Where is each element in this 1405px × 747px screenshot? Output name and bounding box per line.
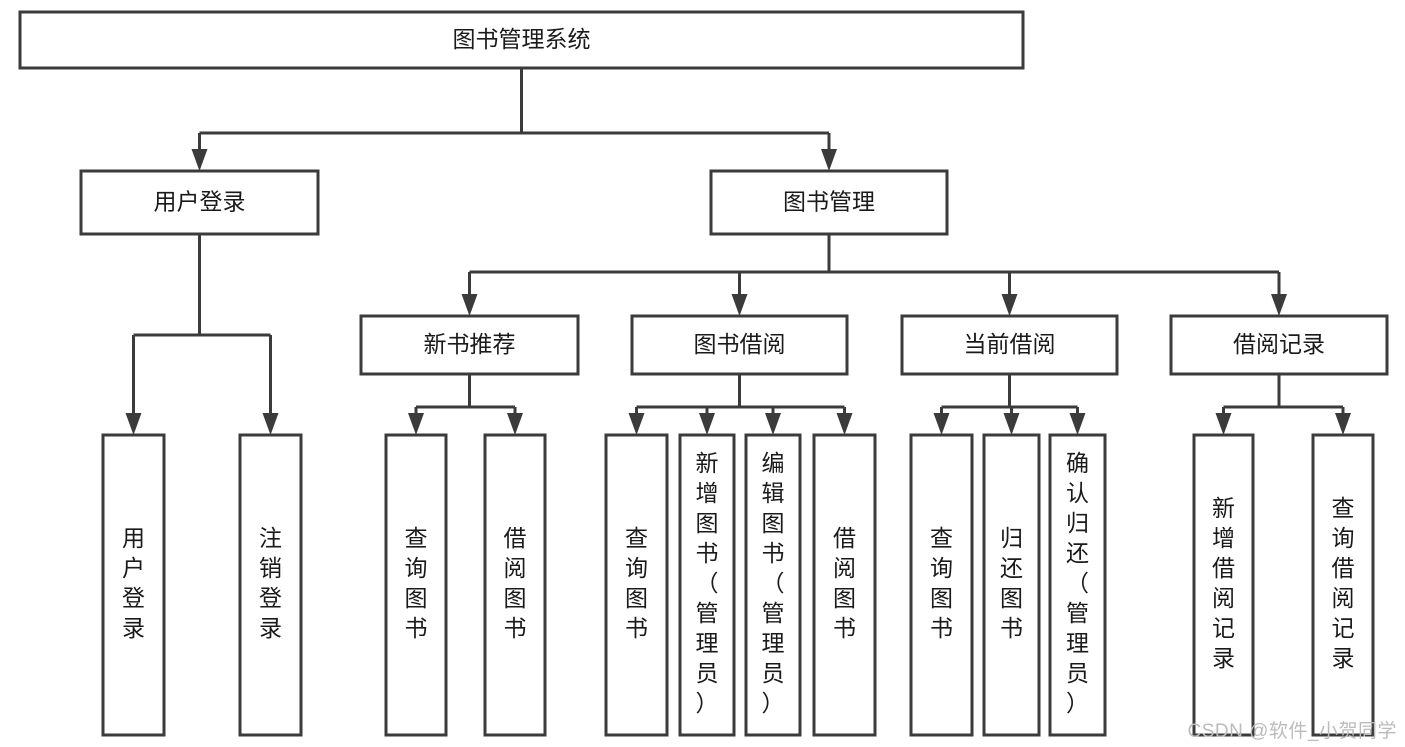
node-box[interactable] [630, 314, 849, 376]
node-current-borrow[interactable]: 当前借阅 [900, 314, 1119, 376]
connector-group [461, 234, 1287, 316]
node-box[interactable] [709, 169, 949, 236]
node-box[interactable] [812, 433, 877, 737]
node-label: 查询图书 [405, 525, 428, 641]
node-label: 新书推荐 [424, 331, 516, 357]
node-leaf-user-login[interactable]: 用户登录 [101, 433, 166, 737]
node-leaf-confirm-return[interactable]: 确认归还（管理员） [1048, 433, 1107, 737]
node-leaf-borrow-book-1[interactable]: 借阅图书 [483, 433, 547, 737]
arrow-head-icon [507, 413, 523, 435]
arrow-head-icon [1069, 413, 1086, 435]
connector-group [1215, 374, 1351, 435]
arrow-head-icon [628, 413, 645, 435]
node-leaf-edit-book[interactable]: 编辑图书（管理员） [744, 433, 802, 737]
node-label: 图书管理 [783, 189, 875, 215]
node-label: 用户登录 [122, 525, 145, 641]
node-label: 借阅图书 [504, 525, 527, 641]
connector-group [191, 68, 837, 171]
node-label: 图书管理系统 [453, 26, 591, 52]
arrow-head-icon [262, 413, 279, 435]
node-book-manage[interactable]: 图书管理 [709, 169, 949, 236]
node-box[interactable] [982, 433, 1041, 737]
node-box[interactable] [238, 433, 303, 737]
node-label: 用户登录 [154, 189, 246, 215]
node-box[interactable] [359, 314, 580, 376]
node-leaf-add-book[interactable]: 新增图书（管理员） [678, 433, 736, 737]
node-box[interactable] [483, 433, 547, 737]
node-box[interactable] [1048, 433, 1107, 737]
node-label: 查询图书 [930, 525, 953, 641]
node-box[interactable] [744, 433, 802, 737]
node-label: 当前借阅 [964, 331, 1056, 357]
arrow-head-icon [408, 413, 424, 435]
arrow-head-icon [1215, 413, 1232, 435]
node-box[interactable] [1311, 433, 1375, 737]
connector-group [125, 234, 279, 435]
node-box[interactable] [1169, 314, 1389, 376]
arrow-head-icon [933, 413, 950, 435]
node-label: 查询借阅记录 [1332, 495, 1355, 671]
arrow-head-icon [731, 294, 748, 316]
edges-layer [125, 68, 1351, 435]
arrow-head-icon [1003, 413, 1020, 435]
node-box[interactable] [604, 433, 669, 737]
node-label: 查询图书 [625, 525, 648, 641]
node-leaf-add-record[interactable]: 新增借阅记录 [1192, 433, 1255, 737]
node-box[interactable] [1192, 433, 1255, 737]
node-leaf-return-book[interactable]: 归还图书 [982, 433, 1041, 737]
connector-group [408, 374, 523, 435]
node-box[interactable] [101, 433, 166, 737]
node-user-login[interactable]: 用户登录 [79, 169, 320, 236]
node-label: 借阅记录 [1233, 331, 1325, 357]
node-box[interactable] [18, 10, 1025, 70]
node-box[interactable] [384, 433, 448, 737]
node-leaf-query-book-1[interactable]: 查询图书 [384, 433, 448, 737]
arrow-head-icon [1335, 413, 1351, 435]
arrow-head-icon [191, 149, 208, 171]
node-leaf-user-logout[interactable]: 注销登录 [238, 433, 303, 737]
arrow-head-icon [1271, 294, 1287, 316]
arrow-head-icon [765, 413, 781, 435]
arrow-head-icon [1001, 294, 1018, 316]
node-label: 新增借阅记录 [1212, 495, 1235, 671]
node-leaf-query-book-2[interactable]: 查询图书 [604, 433, 669, 737]
csdn-watermark: CSDN @软件_小贺同学 [1187, 721, 1397, 742]
node-label: 归还图书 [1000, 525, 1023, 641]
arrow-head-icon [699, 413, 715, 435]
node-label: 确认归还（管理员） [1066, 450, 1089, 716]
node-root[interactable]: 图书管理系统 [18, 10, 1025, 70]
connector-group [933, 374, 1086, 435]
node-label: 编辑图书（管理员） [762, 450, 785, 716]
node-leaf-borrow-book-2[interactable]: 借阅图书 [812, 433, 877, 737]
node-leaf-query-book-3[interactable]: 查询图书 [909, 433, 974, 737]
node-box[interactable] [678, 433, 736, 737]
node-borrow-record[interactable]: 借阅记录 [1169, 314, 1389, 376]
node-leaf-query-record[interactable]: 查询借阅记录 [1311, 433, 1375, 737]
node-book-borrow[interactable]: 图书借阅 [630, 314, 849, 376]
arrow-head-icon [461, 294, 478, 316]
node-new-book-rec[interactable]: 新书推荐 [359, 314, 580, 376]
node-label: 图书借阅 [694, 331, 786, 357]
connector-group [628, 374, 853, 435]
node-box[interactable] [900, 314, 1119, 376]
node-label: 注销登录 [259, 525, 282, 641]
arrow-head-icon [836, 413, 853, 435]
nodes-layer: 图书管理系统用户登录图书管理新书推荐图书借阅当前借阅借阅记录用户登录注销登录查询… [18, 10, 1389, 737]
arrow-head-icon [125, 413, 142, 435]
node-box[interactable] [79, 169, 320, 236]
node-label: 借阅图书 [833, 525, 856, 641]
arrow-head-icon [821, 149, 837, 171]
node-label: 新增图书（管理员） [696, 450, 719, 716]
node-box[interactable] [909, 433, 974, 737]
